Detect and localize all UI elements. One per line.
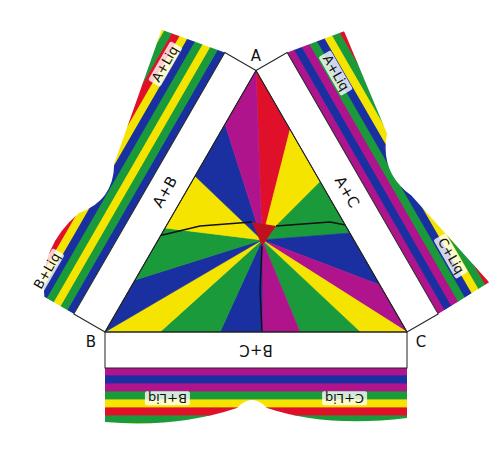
side-section: [100, 332, 412, 440]
two-phase-band: [256, 53, 438, 333]
phase-label: A+C: [331, 173, 363, 211]
phase-field-label: C+Liq: [322, 391, 367, 405]
valley-line: [260, 246, 262, 332]
temperature-stripe: [100, 367, 412, 376]
composition-sector: [262, 240, 360, 332]
side-section: [254, 12, 502, 336]
two-phase-band: [105, 332, 407, 368]
composition-sector: [262, 240, 300, 332]
side-section: [9, 12, 259, 336]
temperature-stripe: [100, 375, 412, 384]
temperature-stripe: [100, 407, 412, 416]
phase-label: A+B: [149, 173, 181, 211]
phase-label: B+C: [239, 341, 272, 359]
temperature-stripe: [333, 16, 496, 290]
phase-field-label: B+Liq: [145, 391, 190, 405]
vertex-label: C: [416, 334, 426, 351]
vertex-label: B: [86, 334, 96, 351]
temperature-stripe: [100, 415, 412, 424]
vertex-label: A: [251, 48, 261, 65]
temperature-stripe: [100, 423, 412, 432]
triangle-outline: [105, 71, 407, 333]
phase-band: B+C: [125, 332, 387, 368]
temperature-stripe: [23, 20, 186, 294]
two-phase-band: [74, 52, 256, 332]
stripe-group: [100, 367, 412, 440]
temperature-stripe: [326, 20, 489, 294]
temperature-stripe: [16, 16, 179, 290]
ternary-eutectic: [252, 222, 276, 246]
temperature-stripe: [100, 431, 412, 440]
